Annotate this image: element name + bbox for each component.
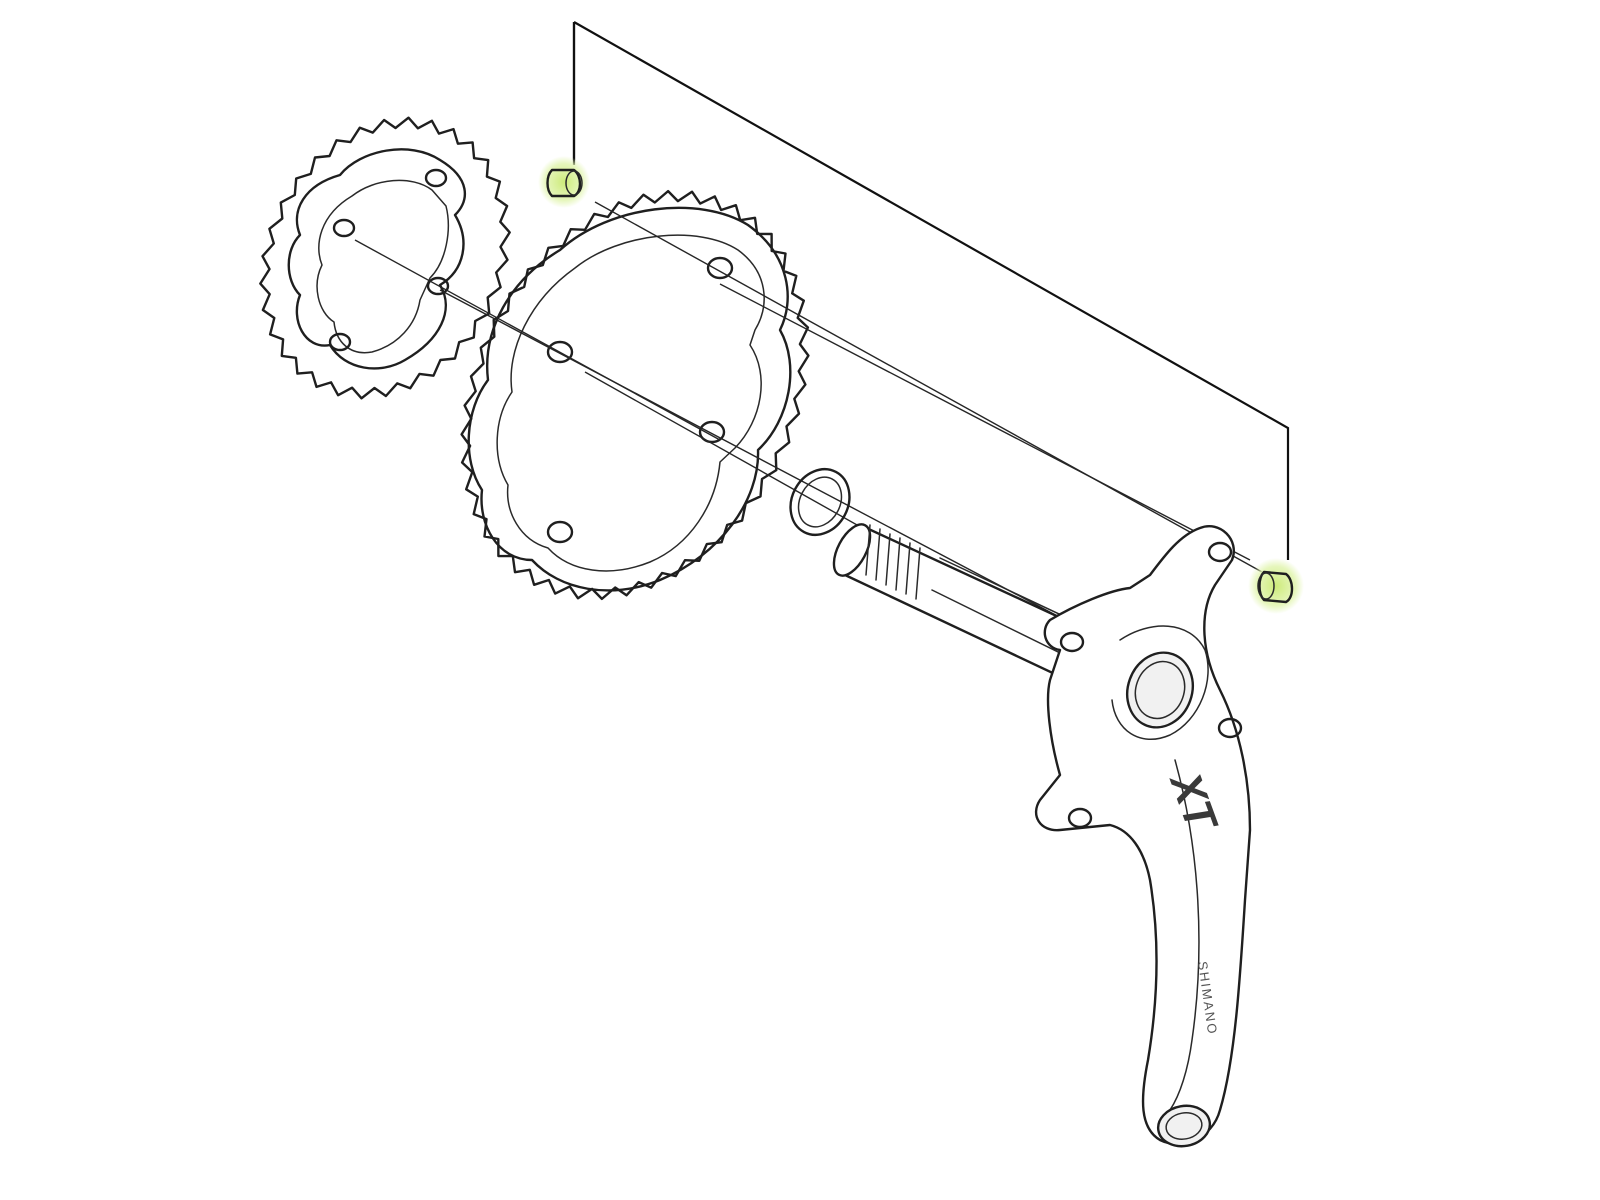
small-chainring-icon [259,116,511,400]
chainring-bolt-icon [538,156,590,208]
bolt-bracket-line-b [572,21,1290,560]
crank-arm-icon: XT SHIMANO [1034,525,1252,1148]
large-chainring-icon [460,189,810,601]
spacer-ring-icon [789,468,851,536]
chainring-bolt-icon-2 [1248,558,1304,614]
